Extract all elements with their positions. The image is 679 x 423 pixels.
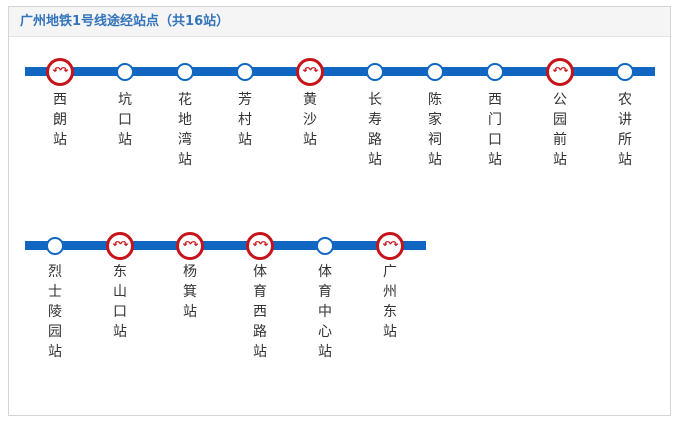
station-label: 西 门 口 站	[488, 92, 502, 168]
station-label: 芳 村 站	[238, 92, 252, 148]
station-label: 广 州 东 站	[383, 264, 397, 340]
station-label: 农 讲 所 站	[618, 92, 632, 168]
station-label: 陈 家 祠 站	[428, 92, 442, 168]
transfer-station-marker: ↶↷	[246, 232, 274, 260]
station-marker	[316, 237, 334, 255]
station-marker	[426, 63, 444, 81]
transfer-station-marker: ↶↷	[46, 58, 74, 86]
station-label: 杨 箕 站	[183, 264, 197, 320]
transfer-icon: ↶↷	[182, 240, 199, 251]
transfer-icon: ↶↷	[112, 240, 129, 251]
station-label: 坑 口 站	[118, 92, 132, 148]
station-label: 体 育 西 路 站	[253, 264, 267, 360]
transfer-station-marker: ↶↷	[176, 232, 204, 260]
panel-title: 广州地铁1号线途经站点（共16站）	[20, 14, 230, 29]
station-label: 黄 沙 站	[303, 92, 317, 148]
transfer-icon: ↶↷	[552, 66, 569, 77]
station-label: 烈 士 陵 园 站	[48, 264, 62, 360]
station-label: 长 寿 路 站	[368, 92, 382, 168]
transfer-station-marker: ↶↷	[546, 58, 574, 86]
transfer-station-marker: ↶↷	[106, 232, 134, 260]
station-label: 花 地 湾 站	[178, 92, 192, 168]
transfer-icon: ↶↷	[302, 66, 319, 77]
station-marker	[486, 63, 504, 81]
station-marker	[616, 63, 634, 81]
route-line-row-2	[25, 241, 426, 250]
station-label: 西 朗 站	[53, 92, 67, 148]
station-label: 公 园 前 站	[553, 92, 567, 168]
transfer-station-marker: ↶↷	[296, 58, 324, 86]
transfer-icon: ↶↷	[252, 240, 269, 251]
transfer-icon: ↶↷	[382, 240, 399, 251]
station-label: 体 育 中 心 站	[318, 264, 332, 360]
station-label: 东 山 口 站	[113, 264, 127, 340]
transfer-icon: ↶↷	[52, 66, 69, 77]
station-marker	[46, 237, 64, 255]
panel-header: 广州地铁1号线途经站点（共16站）	[9, 7, 670, 37]
station-marker	[236, 63, 254, 81]
station-marker	[116, 63, 134, 81]
station-marker	[366, 63, 384, 81]
route-line-row-1	[25, 67, 655, 76]
station-marker	[176, 63, 194, 81]
transfer-station-marker: ↶↷	[376, 232, 404, 260]
